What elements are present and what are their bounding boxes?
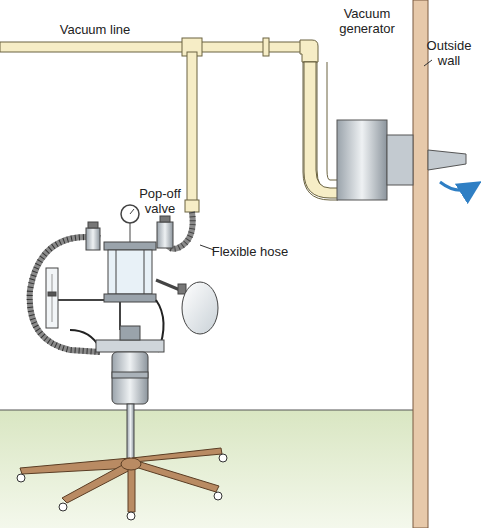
vacuum-pipe	[0, 38, 338, 212]
part-label: Vacuum generator	[327, 6, 407, 36]
outside-wall	[413, 0, 428, 528]
vacuum-generator	[337, 120, 413, 200]
anesthesia-machine	[17, 205, 227, 520]
part-label: Vacuum line	[60, 22, 131, 37]
floor	[0, 410, 413, 528]
part-label: Pop-off valve	[130, 186, 190, 216]
exhaust-vent	[428, 150, 466, 170]
floor-line	[0, 410, 413, 411]
leader-line	[424, 60, 432, 66]
exhaust-arrow	[440, 182, 474, 190]
vacuum-pipe-bend	[304, 62, 338, 198]
part-label: Flexible hose	[212, 244, 289, 259]
part-label: Outside wall	[420, 38, 478, 68]
